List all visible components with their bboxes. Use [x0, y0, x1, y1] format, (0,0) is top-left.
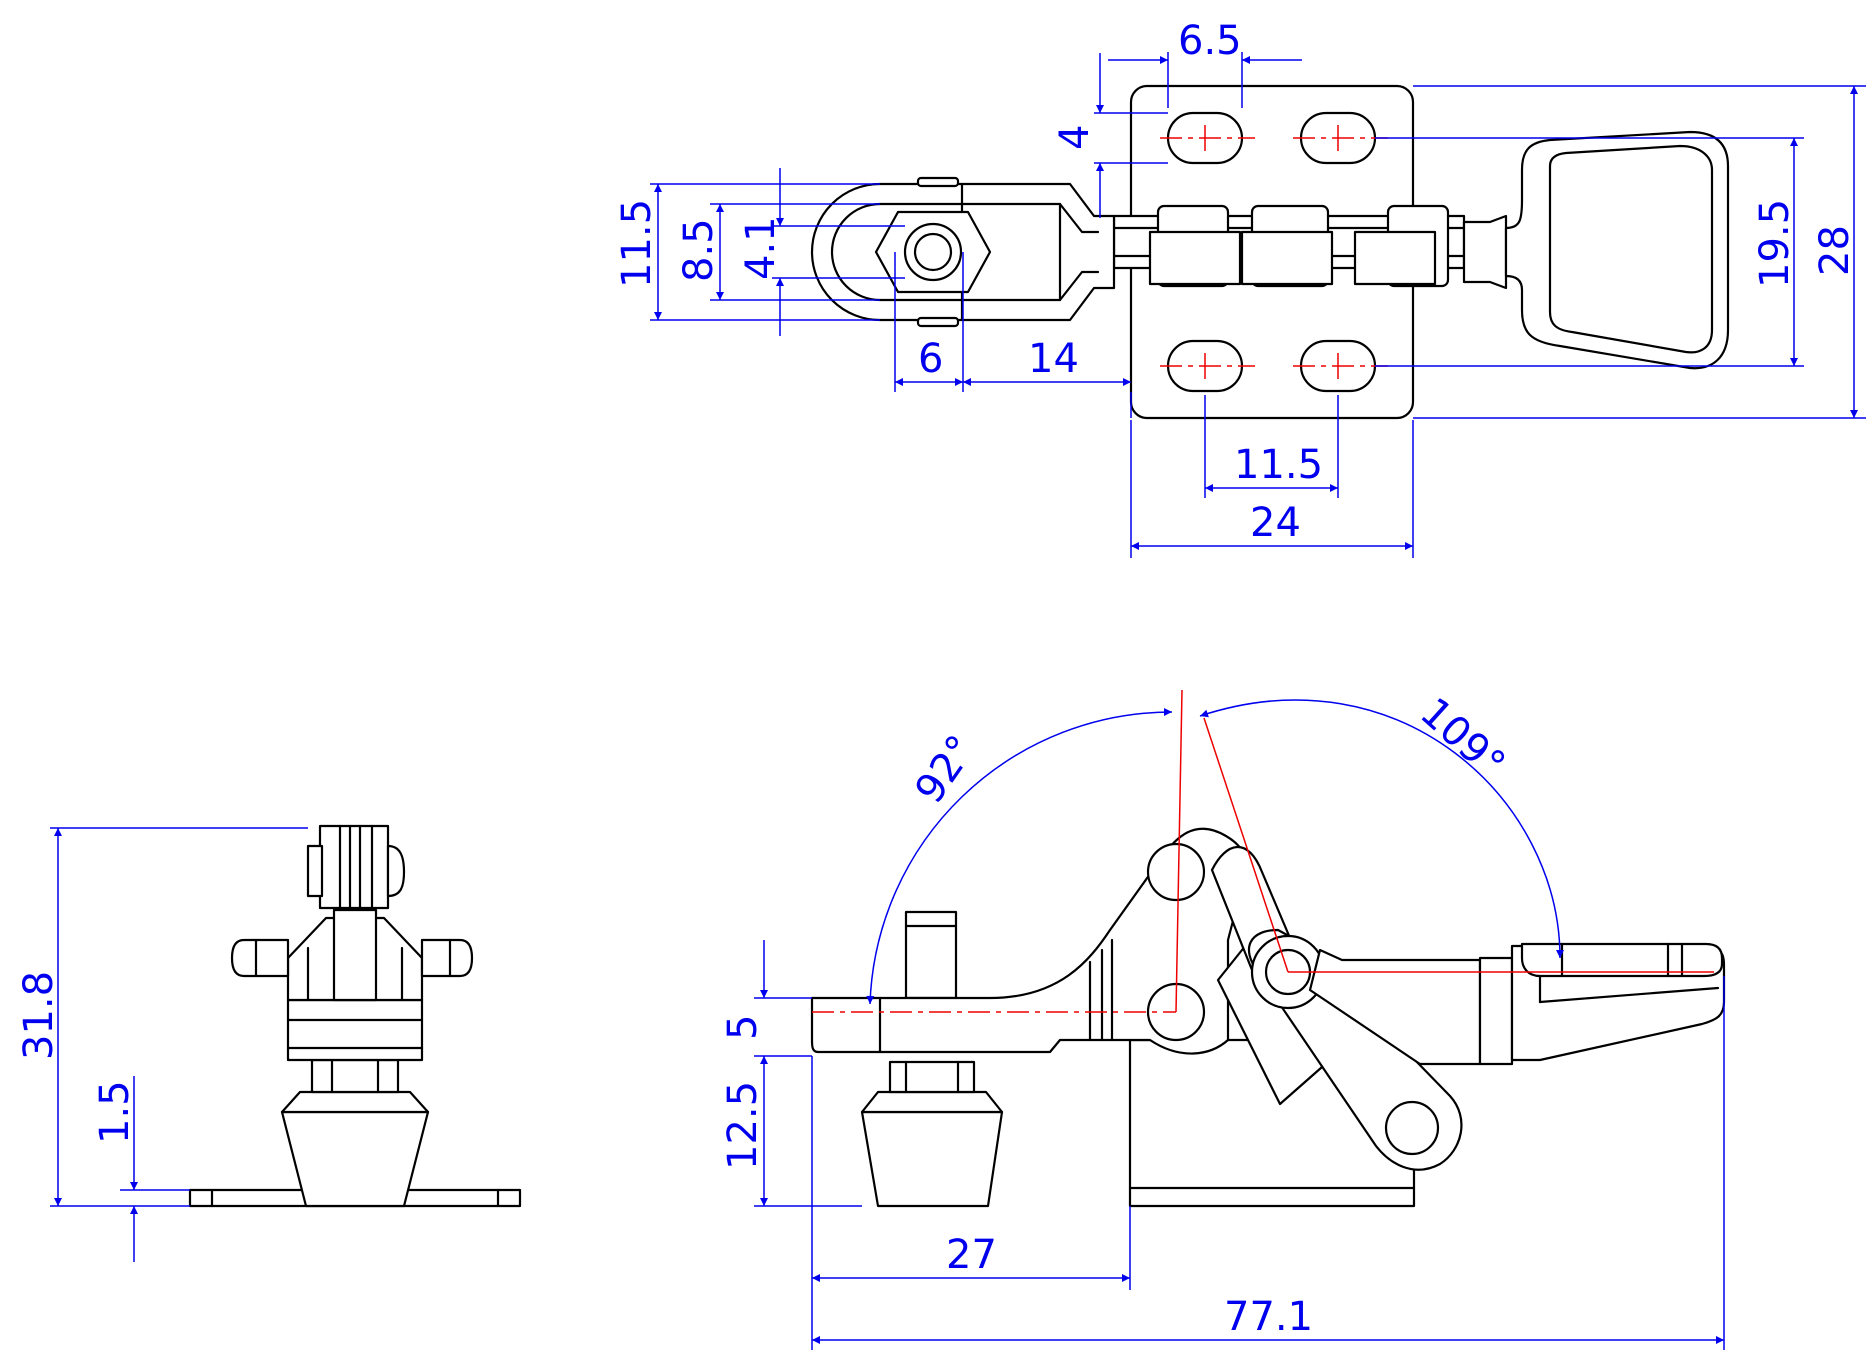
- dim-19-5: 19.5: [1752, 199, 1798, 288]
- angle-109: 109°: [1411, 689, 1513, 788]
- dims-end-view: 31.8 1.5: [16, 827, 308, 1262]
- side-linkage: [1210, 845, 1726, 1171]
- dim-12-5: 12.5: [720, 1081, 766, 1170]
- side-spindle: [860, 910, 1004, 1208]
- top-view: 6.5 4 11.5 8.5 4.1: [614, 18, 1866, 558]
- dim-6: 6: [918, 336, 943, 382]
- dim-24: 24: [1250, 500, 1301, 546]
- dim-14: 14: [1028, 336, 1079, 382]
- end-view: 31.8 1.5: [16, 824, 522, 1262]
- dim-6-5: 6.5: [1178, 18, 1242, 64]
- dim-27: 27: [946, 1232, 997, 1278]
- linkage-bar: [1112, 204, 1466, 288]
- dim-4: 4: [1052, 125, 1098, 150]
- dim-11-5-holes: 11.5: [1234, 442, 1323, 488]
- end-spindle-tip: [280, 1110, 430, 1208]
- angle-92: 92°: [907, 727, 985, 811]
- dim-8-5: 8.5: [676, 218, 722, 282]
- dim-1-5: 1.5: [92, 1080, 138, 1144]
- dim-77-1: 77.1: [1224, 1294, 1313, 1340]
- dim-28: 28: [1812, 225, 1858, 276]
- dims-side-view: 5 12.5 27 77.1: [720, 940, 1725, 1350]
- dim-5: 5: [720, 1015, 766, 1040]
- mounting-slots: [1160, 111, 1388, 393]
- handle-top: [1462, 130, 1730, 370]
- side-clamp-arm: [810, 827, 1249, 1055]
- side-base: [1128, 1186, 1416, 1208]
- dim-31-8: 31.8: [16, 971, 62, 1060]
- dim-4-1: 4.1: [738, 216, 784, 280]
- dims-top-view: 6.5 4 11.5 8.5 4.1: [614, 18, 1866, 558]
- dim-11-5-left: 11.5: [614, 199, 660, 288]
- side-view: 92° 109° 5 12.5 27 77.1: [720, 689, 1726, 1350]
